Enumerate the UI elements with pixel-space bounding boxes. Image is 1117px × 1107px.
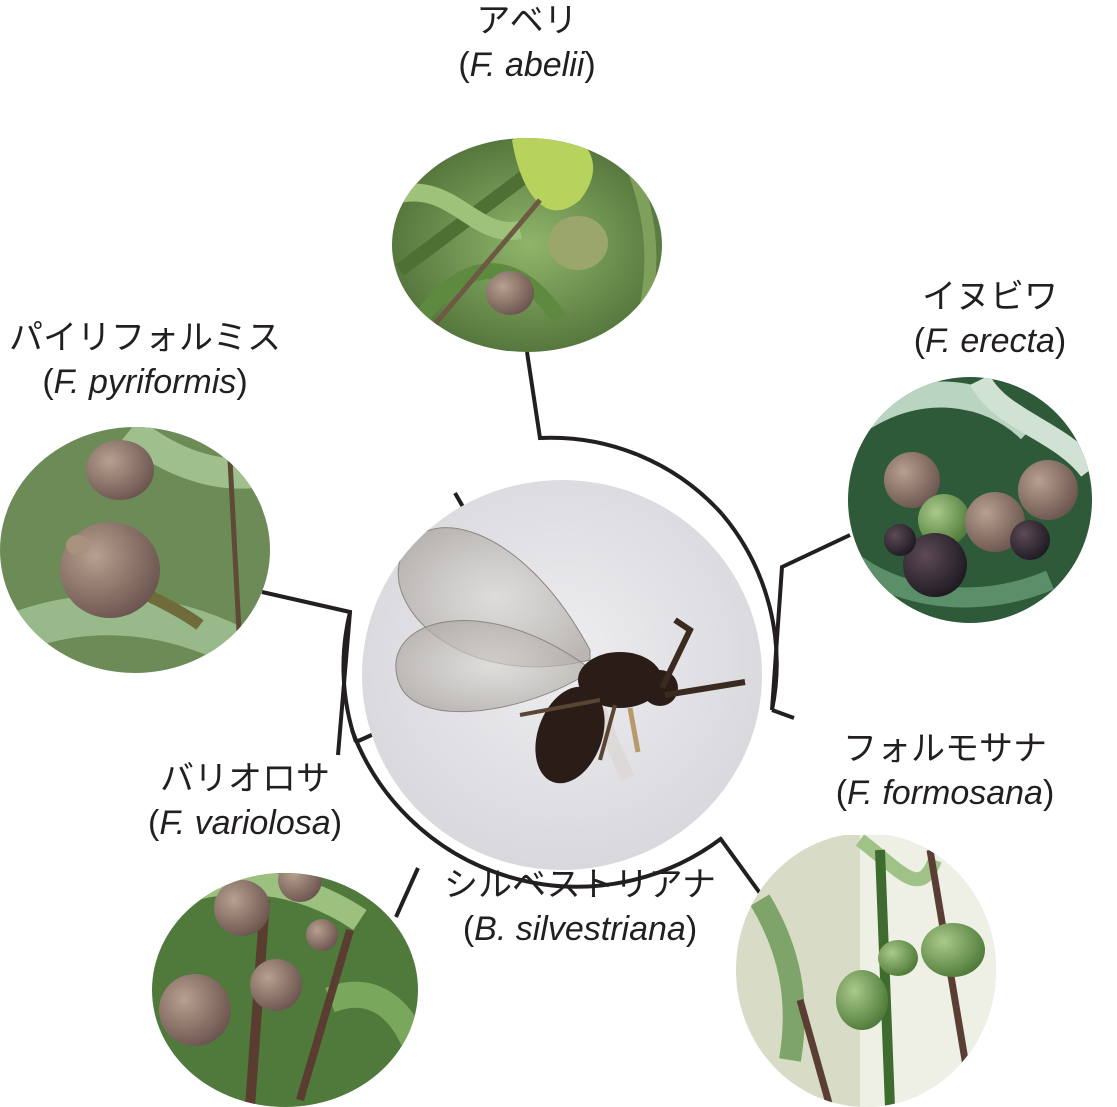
connector-erecta [770,533,851,711]
photo-abelii [392,138,662,352]
photo-pyriformis [0,427,270,673]
label-pyriformis: パイリフォルミス (F. pyriformis) [0,321,290,399]
host-latin-name: (F. erecta) [913,322,1067,360]
photo-variolosa [152,873,418,1107]
connector-lines [261,351,851,918]
label-center-wasp: シルベストリアナ (B. silvestriana) [420,868,740,946]
host-latin-name: (F. variolosa) [147,804,343,842]
photo-formosana [736,834,996,1107]
host-jp-name: パイリフォルミス [9,318,281,358]
host-jp-name: イヌビワ [922,277,1058,317]
host-latin-name: (F. formosana) [835,774,1055,812]
wasp-wings [395,527,635,781]
wasp-body [519,617,746,784]
bracket-outer [350,729,724,889]
label-variolosa: バリオロサ (F. variolosa) [105,762,385,840]
center-latin-name: (B. silvestriana) [462,910,698,948]
label-erecta: イヌビワ (F. erecta) [870,280,1110,358]
connector-pyriformis [261,590,353,756]
bracket-inner-right [720,512,779,711]
label-abelii: アベリ (F. abelii) [407,4,647,82]
bracket-inner-left [341,611,358,743]
center-wasp-photo [362,480,762,870]
host-jp-name: アベリ [476,1,578,41]
photo-erecta [848,377,1092,623]
bracket-right-tick [771,708,795,720]
center-jp-name: シルベストリアナ [444,865,716,905]
host-jp-name: バリオロサ [160,759,330,799]
label-formosana: フォルモサナ (F. formosana) [800,732,1090,810]
host-latin-name: (F. pyriformis) [42,363,248,401]
host-jp-name: フォルモサナ [843,729,1047,769]
connector-abelii [525,351,724,516]
connector-variolosa [394,867,420,918]
host-latin-name: (F. abelii) [458,46,596,84]
